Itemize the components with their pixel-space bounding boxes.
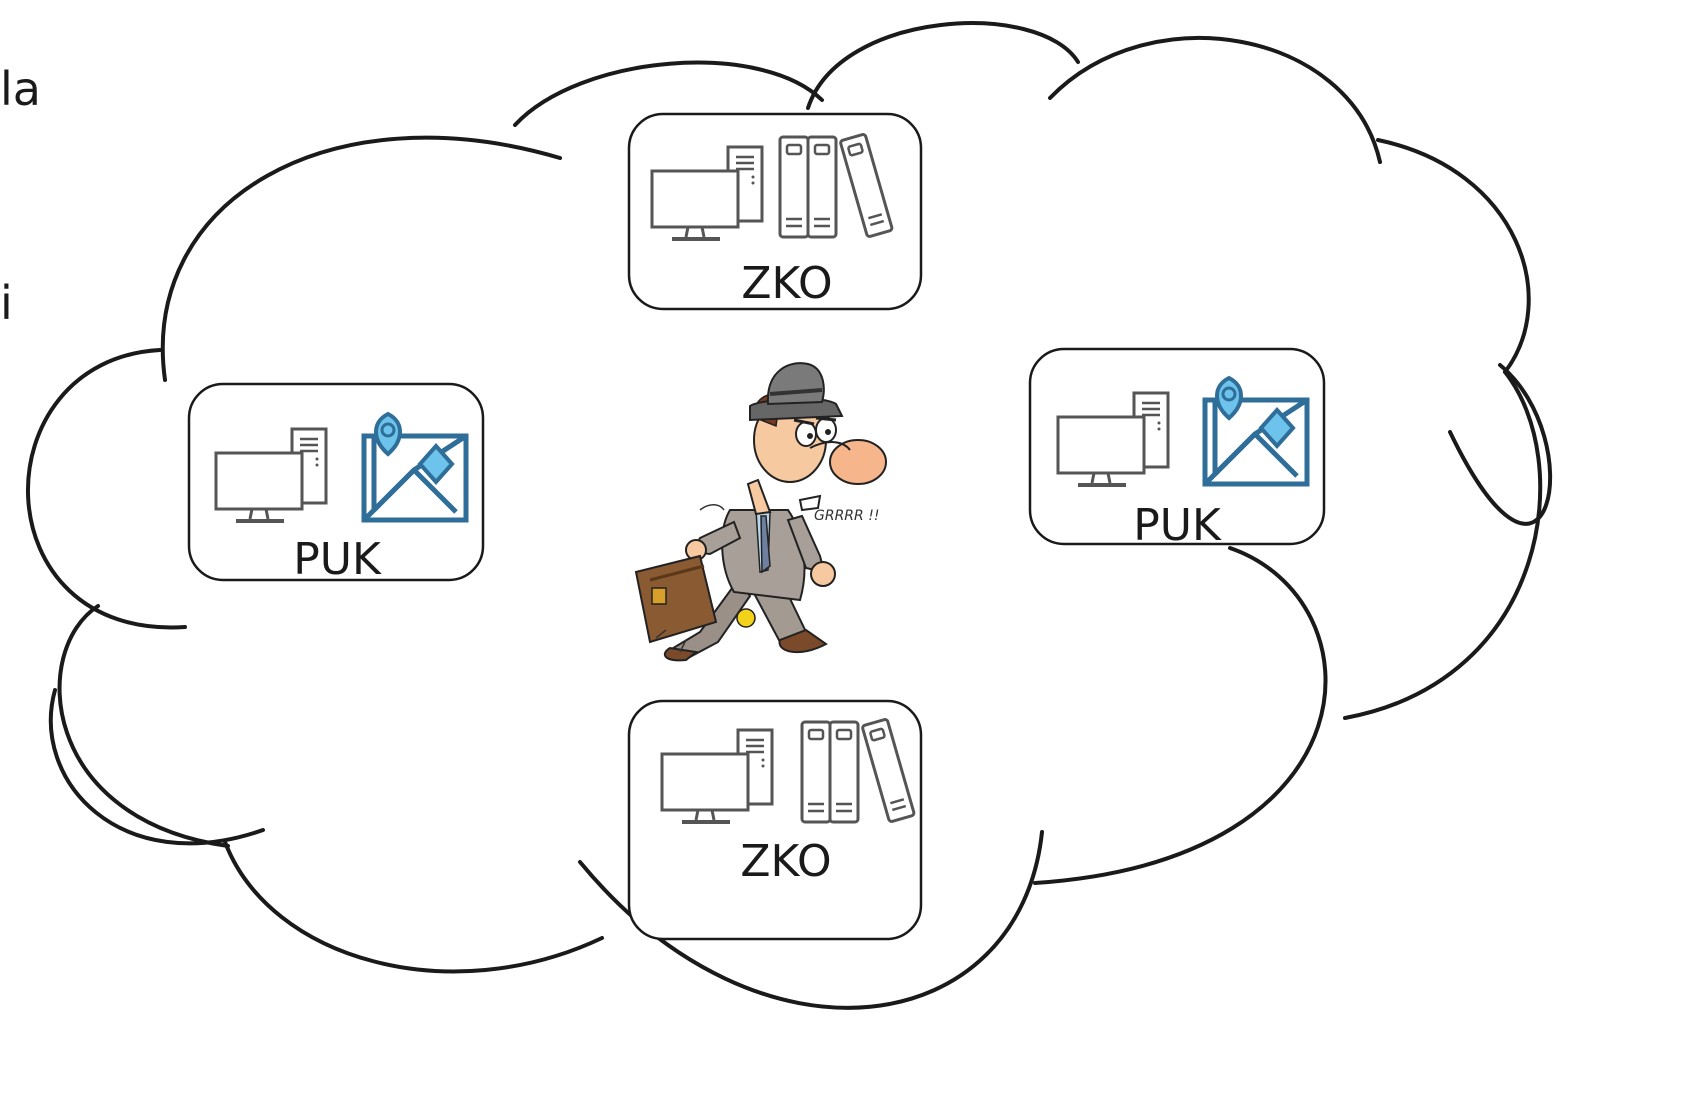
speech-text: GRRRR !! <box>814 508 879 524</box>
puk-label-right: PUK <box>1133 500 1222 551</box>
puk-label-left: PUK <box>293 534 382 585</box>
cropped-text-line-2: i <box>0 276 13 330</box>
cropped-text-line-1: la <box>0 62 41 116</box>
zko-label-bottom: ZKO <box>740 836 831 887</box>
angry-man-illustration: GRRRR !! <box>634 362 887 662</box>
puk-node-right: PUK <box>1028 347 1326 551</box>
zko-node-bottom: ZKO <box>627 699 923 941</box>
puk-node-left: PUK <box>187 382 485 585</box>
zko-node-top: ZKO <box>627 112 923 311</box>
zko-label-top: ZKO <box>741 258 832 309</box>
